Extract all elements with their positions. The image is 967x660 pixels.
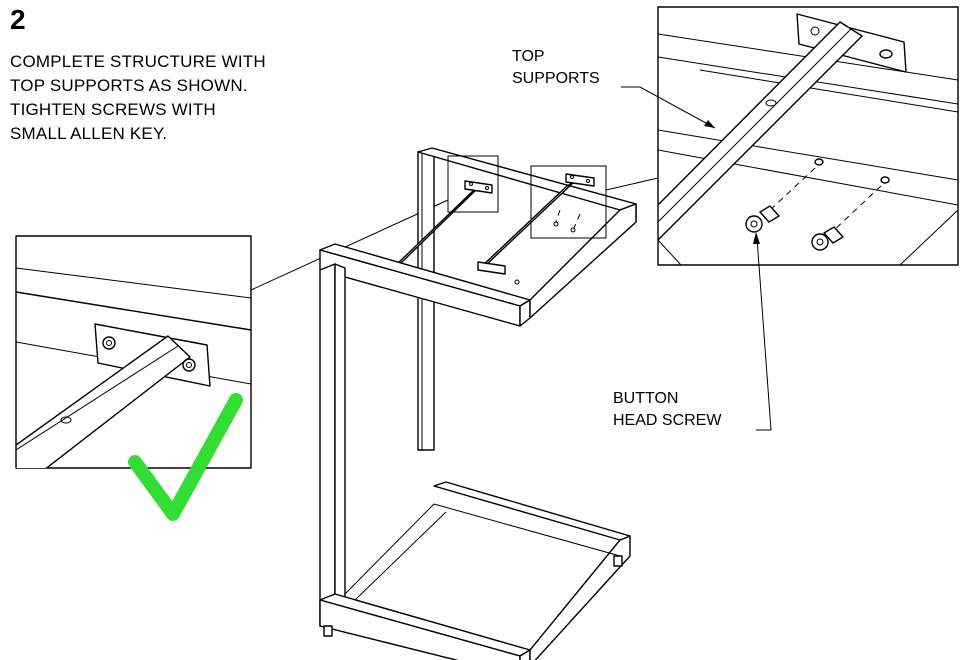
button-head-screw-label-line: BUTTON — [613, 390, 679, 407]
instruction-line: TOP SUPPORTS AS SHOWN. — [10, 76, 248, 95]
button-head-screw-arrowhead — [753, 232, 760, 244]
left-detail-inset — [15, 235, 252, 469]
instruction-line: SMALL ALLEN KEY. — [10, 124, 168, 143]
instruction-line: TIGHTEN SCREWS WITH — [10, 100, 216, 119]
instructions-text: COMPLETE STRUCTURE WITH TOP SUPPORTS AS … — [10, 50, 266, 146]
button-head-screw-label-line: HEAD SCREW — [613, 412, 722, 429]
instruction-line: COMPLETE STRUCTURE WITH — [10, 52, 266, 71]
top-supports-label-line: SUPPORTS — [512, 70, 600, 87]
top-supports-leader — [621, 86, 716, 129]
desk-frame — [319, 147, 637, 660]
frame-detail-box-right — [530, 165, 607, 239]
step-number: 2 — [10, 4, 26, 35]
right-inset-leader — [605, 177, 659, 191]
top-supports-label: TOP SUPPORTS — [512, 46, 600, 90]
check-mark-icon — [128, 393, 243, 521]
button-head-screw-leader — [756, 237, 772, 431]
left-inset-leader — [250, 199, 449, 291]
top-supports-label-line: TOP — [512, 48, 545, 65]
top-supports-arrowhead — [704, 120, 715, 128]
frame-detail-box-left — [447, 155, 499, 213]
button-head-screw-label: BUTTON HEAD SCREW — [613, 388, 721, 432]
right-detail-inset — [657, 6, 959, 266]
